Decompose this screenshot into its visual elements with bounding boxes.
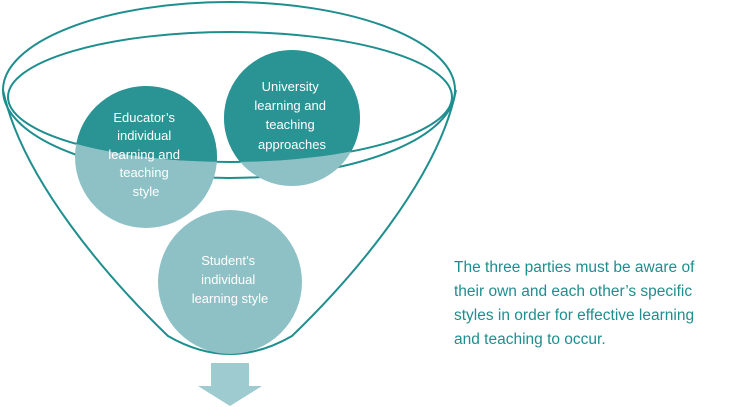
educator-circle-label: Educator’s individual learning and teach…: [108, 110, 183, 199]
student-label-line: Student’s: [201, 253, 255, 268]
student-circle-label: Student’s individual learning style: [192, 253, 269, 306]
educator-label-line: individual: [117, 128, 171, 143]
down-arrow-icon: [198, 363, 262, 406]
student-label-line: learning style: [192, 291, 269, 306]
university-label-line: approaches: [258, 137, 326, 152]
student-label-line: individual: [201, 272, 255, 287]
funnel-inner-rim: [7, 31, 453, 163]
university-label-line: learning and: [254, 98, 326, 113]
university-label-line: University: [262, 79, 320, 94]
caption-line: their own and each other’s specific: [454, 283, 693, 300]
educator-label-line: Educator’s: [113, 110, 175, 125]
university-circle: [224, 50, 360, 186]
caption-line: The three parties must be aware of: [454, 259, 695, 276]
funnel-outer-rim: [2, 1, 456, 179]
caption-line: styles in order for effective learning: [454, 307, 695, 324]
educator-label-line: teaching: [120, 165, 169, 180]
educator-circle: [75, 86, 217, 228]
caption-line: and teaching to occur.: [454, 331, 606, 348]
educator-label-line: style: [133, 184, 160, 199]
student-circle: [158, 210, 302, 354]
university-circle-label: University learning and teaching approac…: [254, 79, 329, 152]
university-label-line: teaching: [266, 117, 315, 132]
caption-text: The three parties must be aware of their…: [454, 256, 754, 352]
educator-label-line: learning and: [108, 147, 180, 162]
